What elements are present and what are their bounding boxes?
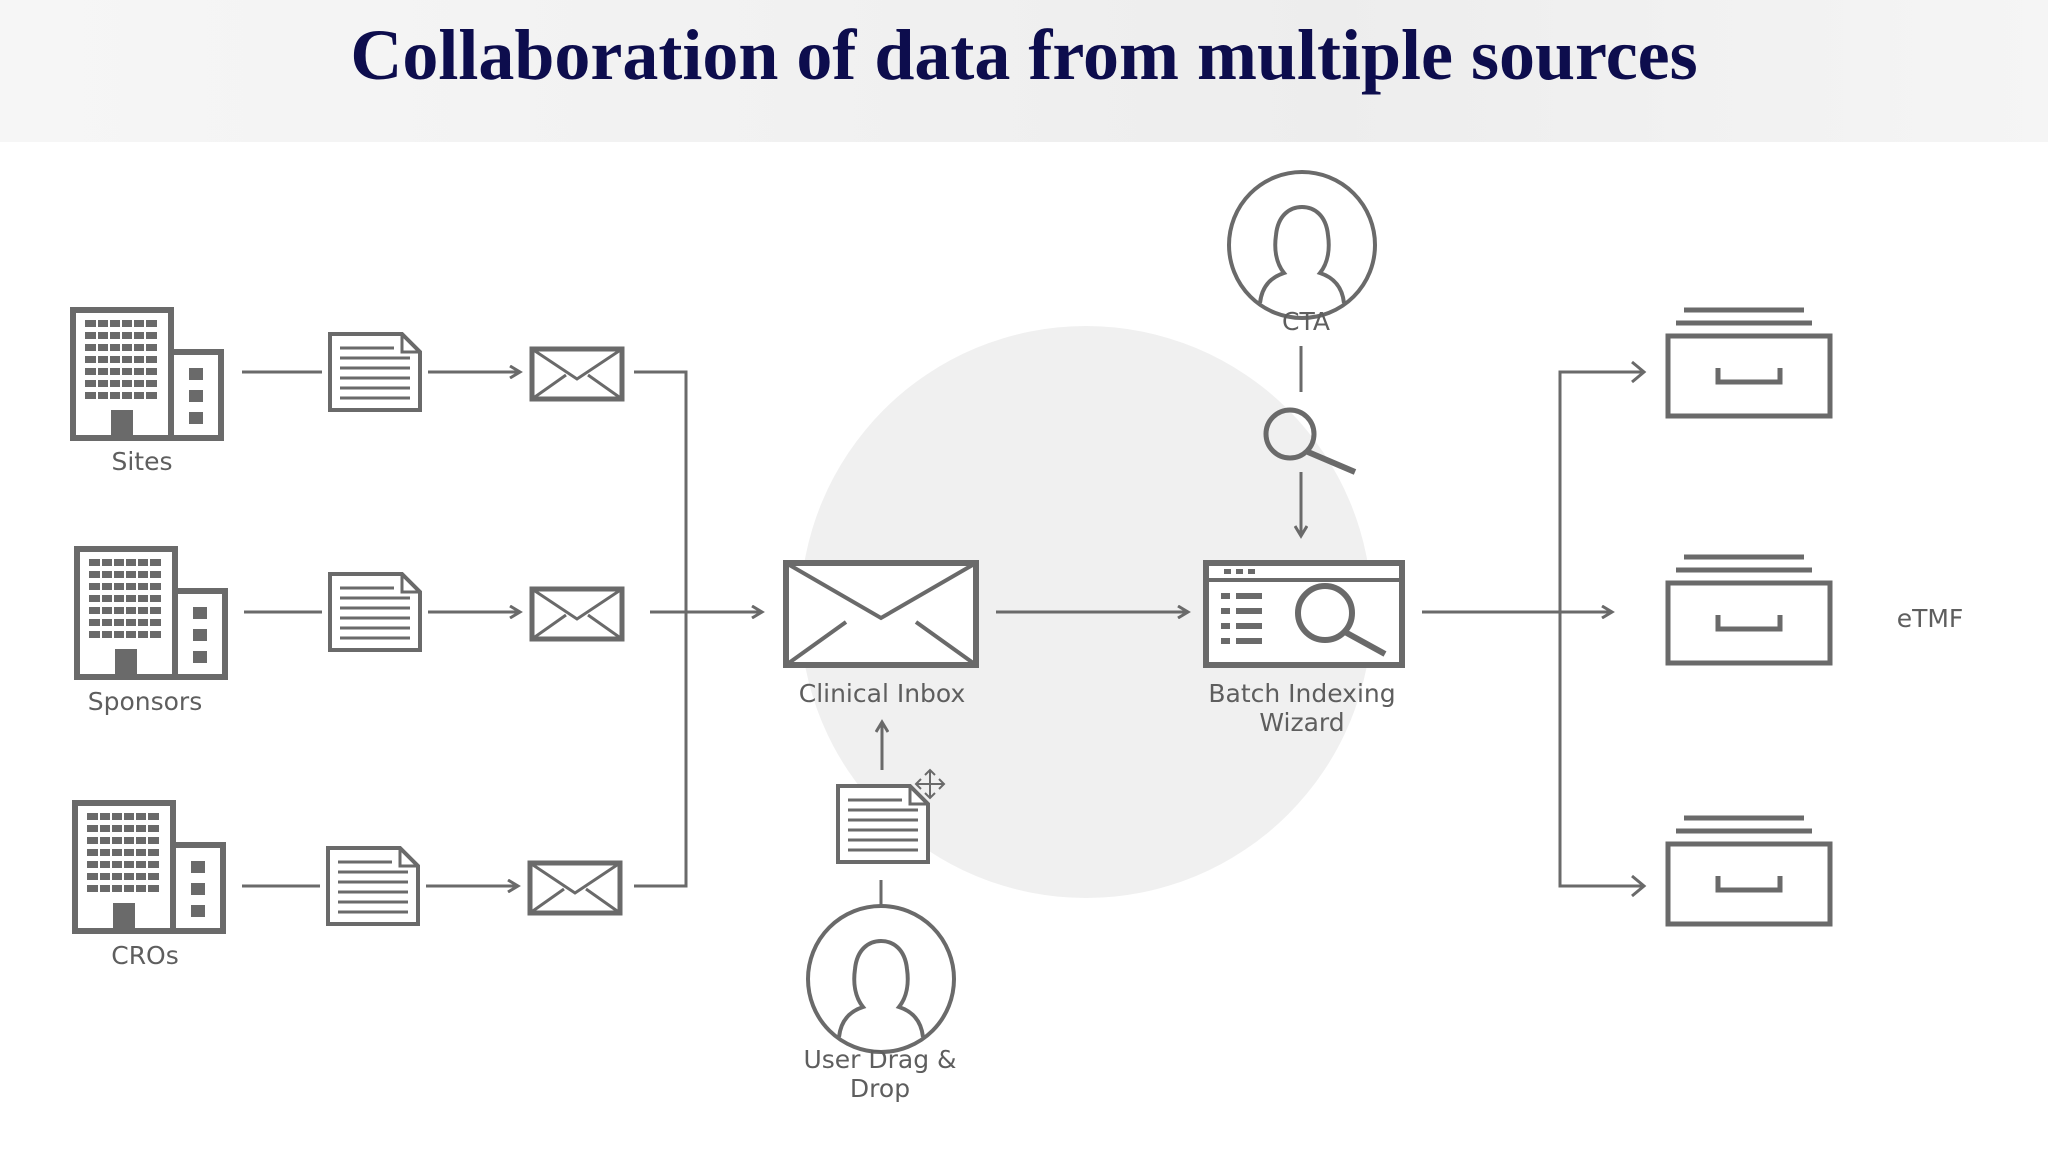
user-avatar-icon [806, 904, 956, 1054]
cros-envelope-icon [530, 863, 620, 913]
cta-avatar-icon [1227, 170, 1377, 320]
header-band [0, 0, 2048, 142]
drag-document-icon [836, 784, 930, 864]
slide-title: Collaboration of data from multiple sour… [350, 15, 1698, 95]
sponsors-building-icon [77, 549, 225, 677]
sites-document-icon [328, 332, 422, 412]
sponsors-document-icon [328, 572, 422, 652]
wizard-label-line2: Wizard [1259, 708, 1344, 737]
etmf-cabinet-top-icon [1668, 310, 1830, 416]
etmf-top-arrowhead [1631, 360, 1647, 384]
sources-merge-bracket [634, 370, 688, 888]
etmf-cabinet-middle-icon [1668, 557, 1830, 663]
user-label-line2: Drop [850, 1074, 910, 1103]
magnifier-icon [1263, 407, 1357, 475]
cros-label: CROs [111, 941, 179, 970]
cros-document-icon [326, 846, 420, 926]
cta-label: CTA [1282, 307, 1330, 336]
clinical-inbox-label: Clinical Inbox [799, 679, 966, 708]
sponsors-envelope-icon [532, 589, 622, 639]
wizard-label-line1: Batch Indexing [1208, 679, 1395, 708]
cros-building-icon [75, 803, 223, 931]
sites-envelope-icon [532, 349, 622, 399]
sites-building-icon [73, 310, 221, 438]
etmf-split-bracket [1558, 370, 1644, 888]
clinical-inbox-envelope-icon [783, 560, 979, 668]
user-label-line1: User Drag & [803, 1045, 956, 1074]
etmf-bottom-arrowhead [1631, 874, 1647, 898]
etmf-label: eTMF [1897, 604, 1964, 633]
batch-indexing-wizard-window-icon [1203, 560, 1405, 668]
etmf-cabinet-bottom-icon [1668, 818, 1830, 924]
sites-label: Sites [111, 447, 172, 476]
move-cursor-icon [914, 768, 946, 800]
sponsors-label: Sponsors [88, 687, 203, 716]
